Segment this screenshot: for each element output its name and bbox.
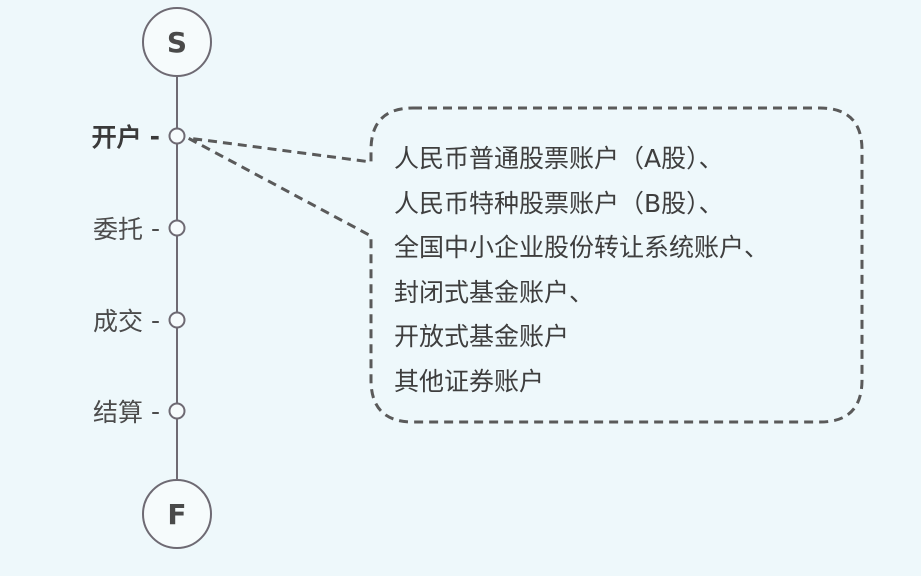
step-dash: - — [150, 305, 160, 335]
step-node-settle — [168, 402, 186, 420]
step-entrust: 委托 - — [40, 208, 160, 248]
step-node-entrust — [168, 219, 186, 237]
step-dash: - — [150, 213, 160, 243]
step-dash: - — [150, 396, 160, 426]
step-node-deal — [168, 311, 186, 329]
step-node-open-account — [168, 127, 186, 145]
callout-bubble — [186, 106, 864, 424]
step-label: 结算 — [92, 398, 143, 427]
account-type-item: 封闭式基金账户、 — [394, 277, 595, 307]
step-deal: 成交 - — [40, 300, 160, 340]
account-type-list: 人民币普通股票账户（A股）、 人民币特种股票账户（B股）、 全国中小企业股份转让… — [394, 137, 769, 404]
account-type-item: 其他证券账户 — [394, 366, 545, 396]
account-type-item: 开放式基金账户 — [394, 322, 570, 351]
account-type-item: 全国中小企业股份转让系统账户、 — [394, 233, 770, 262]
account-type-item: 人民币特种股票账户（B股）、 — [394, 188, 724, 218]
step-open-account: 开户 - — [40, 116, 160, 156]
step-label: 成交 — [92, 307, 143, 336]
start-label: S — [166, 25, 188, 59]
start-node: S — [142, 7, 212, 77]
finish-node: F — [142, 479, 212, 549]
account-type-item: 人民币普通股票账户（A股）、 — [394, 144, 724, 173]
step-label: 委托 — [92, 215, 143, 244]
step-dash: - — [149, 121, 160, 151]
finish-label: F — [167, 497, 187, 531]
step-settle: 结算 - — [40, 391, 160, 431]
step-label: 开户 — [91, 123, 142, 152]
